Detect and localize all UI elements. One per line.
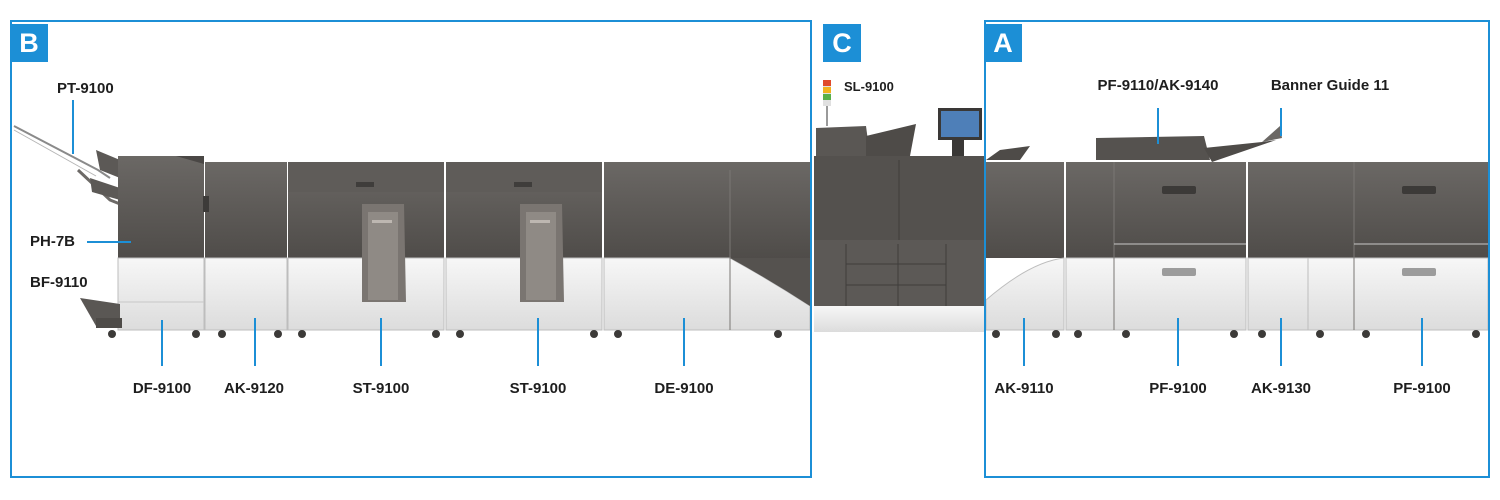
pf-9100-unit-a [1065, 162, 1247, 331]
st-9100-unit-b [445, 162, 603, 331]
leader-st-9100-b [537, 318, 539, 366]
label-de-9100: DE-9100 [654, 380, 714, 397]
leader-ak-9130 [1280, 318, 1282, 366]
de-9100-unit [603, 162, 811, 331]
label-ph-7b: PH-7B [30, 233, 76, 250]
section-a-badge: A [984, 24, 1022, 62]
leader-pf-9100-a [1177, 318, 1179, 366]
label-pt-9100: PT-9100 [57, 80, 114, 97]
label-pf-9100-a: PF-9100 [1149, 380, 1207, 397]
leader-ak-9120 [254, 318, 256, 366]
print-engine-unit [814, 80, 984, 332]
label-ak-9120: AK-9120 [223, 380, 285, 397]
label-st-9100-a: ST-9100 [352, 380, 410, 397]
ak-9130-unit [1247, 162, 1309, 331]
label-sl-9100: SL-9100 [844, 79, 894, 94]
leader-st-9100-a [380, 318, 382, 366]
leader-pf-9100-b [1421, 318, 1423, 366]
df-9100-unit [117, 156, 205, 331]
leader-banner-guide-11 [1280, 108, 1282, 136]
st-9100-unit-a [287, 162, 445, 331]
leader-pt-9100 [72, 100, 74, 154]
label-st-9100-b: ST-9100 [509, 380, 567, 397]
leader-ak-9110 [1023, 318, 1025, 366]
section-b-badge: B [10, 24, 48, 62]
label-pf-9100-b: PF-9100 [1393, 380, 1451, 397]
label-banner-guide-11: Banner Guide 11 [1270, 77, 1390, 94]
leader-ph-7b [87, 241, 131, 243]
label-pf-9110-ak-9140: PF-9110/AK-9140 [1097, 77, 1219, 94]
ak-9110-unit [985, 162, 1065, 331]
pf-9110-ak-9140-unit [1096, 126, 1282, 162]
section-c-badge: C [823, 24, 861, 62]
label-ak-9110: AK-9110 [994, 380, 1054, 397]
section-a-frame [984, 20, 1490, 478]
leader-pf-9110-ak-9140 [1157, 108, 1159, 144]
leader-de-9100 [683, 318, 685, 366]
ak-9120-unit [203, 162, 288, 331]
pt-9100-tray [13, 125, 121, 206]
label-ak-9130: AK-9130 [1250, 380, 1312, 397]
label-df-9100: DF-9100 [132, 380, 192, 397]
leader-df-9100 [161, 320, 163, 366]
section-b-frame [10, 20, 812, 478]
label-bf-9110: BF-9110 [30, 274, 88, 291]
